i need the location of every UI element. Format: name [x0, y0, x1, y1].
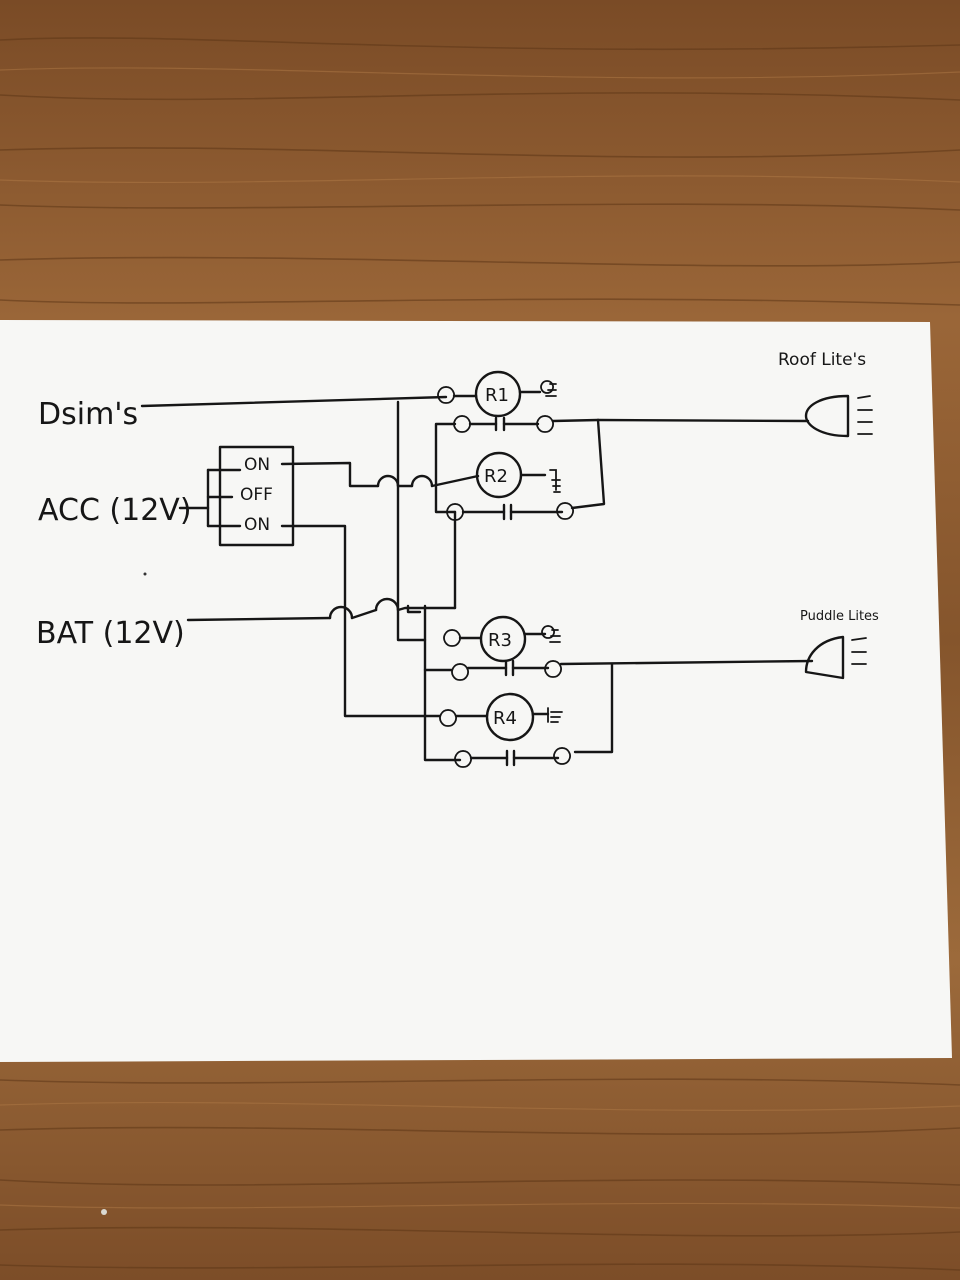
- label-acc: ACC (12V): [38, 493, 192, 528]
- relay-r2-label: R2: [484, 466, 508, 487]
- switch-label-off: OFF: [240, 485, 273, 505]
- label-roof-lites: Roof Lite's: [778, 350, 866, 370]
- relay-r1-label: R1: [485, 385, 509, 406]
- roof-lite-lamp-icon: [804, 394, 873, 438]
- relay-r1: [474, 370, 522, 418]
- label-bat: BAT (12V): [36, 616, 185, 651]
- switch-label-on-bottom: ON: [244, 515, 270, 535]
- relay-r4-label: R4: [493, 708, 517, 729]
- label-puddle-lites: Puddle Lites: [800, 609, 879, 624]
- puddle-lite-lamp-icon: [804, 635, 867, 680]
- paper-sheet: [0, 320, 952, 1062]
- switch-label-on-top: ON: [244, 455, 270, 475]
- relay-r3-label: R3: [488, 630, 512, 651]
- label-dsims: Dsim's: [38, 397, 138, 432]
